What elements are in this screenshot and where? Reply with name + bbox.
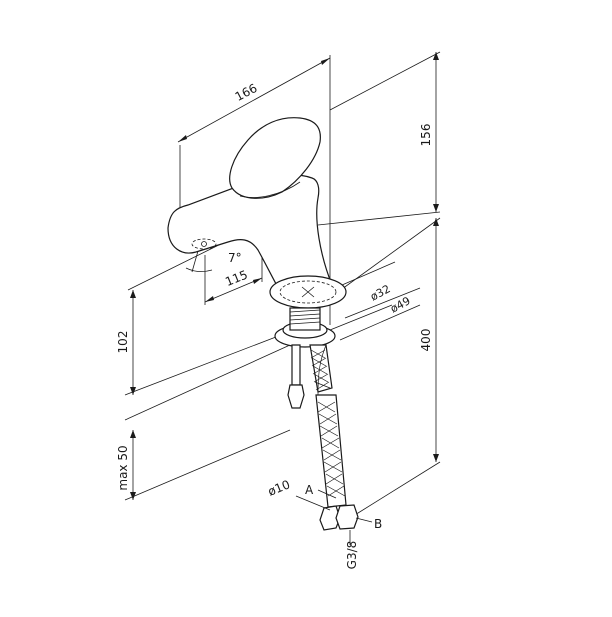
mounting-hardware — [274, 307, 336, 348]
dimension-156: 156 — [317, 51, 441, 226]
callout-a: A — [305, 483, 337, 499]
faucet-base — [269, 275, 347, 309]
hose-a — [287, 344, 305, 409]
hose-fittings — [319, 504, 359, 545]
label-166: 166 — [233, 81, 260, 104]
hose-b — [309, 344, 347, 508]
label-400: 400 — [419, 329, 433, 352]
label-max-50: max 50 — [116, 445, 130, 490]
label-hose-b: B — [374, 517, 382, 531]
label-dia-10: ø10 — [266, 477, 292, 498]
label-thread-g38: G3/8 — [345, 541, 359, 570]
callout-thread: G3/8 — [345, 541, 359, 570]
label-7-degrees: 7° — [228, 251, 242, 265]
label-dia-49: ø49 — [388, 294, 412, 315]
callout-b: B — [355, 517, 382, 531]
dimension-max-50: max 50 — [116, 344, 291, 501]
label-156: 156 — [419, 124, 433, 147]
callout-dia-10: ø10 — [266, 477, 331, 511]
faucet-body — [167, 117, 333, 301]
label-hose-a: A — [305, 483, 314, 497]
label-115: 115 — [223, 268, 249, 290]
label-102: 102 — [116, 331, 130, 354]
